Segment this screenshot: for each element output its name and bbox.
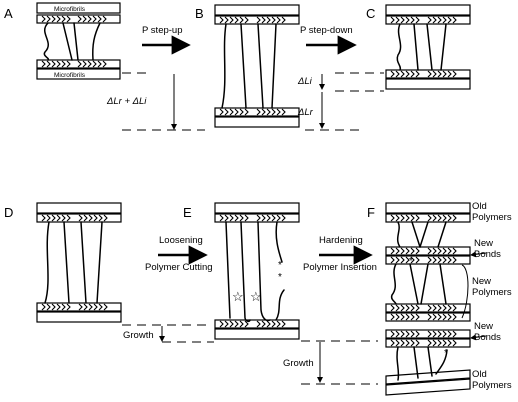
cut-asterisk-1: * [278, 260, 282, 271]
cut-star-2: ☆ [250, 289, 262, 304]
delta-lr-label: ΔLr [297, 107, 314, 118]
p-step-up-label: P step-up [142, 25, 183, 36]
new-bonds-bottom-arrow [470, 334, 487, 341]
new-bond-asterisk-2: * [444, 348, 448, 359]
loosening-label: Loosening [159, 235, 203, 246]
new-bonds-top-arrow [470, 251, 487, 258]
cut-star-1: ☆ [232, 289, 244, 304]
panel-label-a: A [4, 6, 13, 21]
panel-e-structure [214, 202, 300, 340]
growth-label-e: Growth [123, 330, 154, 341]
panel-f-structure [385, 202, 471, 396]
panel-label-c: C [366, 6, 375, 21]
p-step-down-label: P step-down [300, 25, 353, 36]
new-polymers-bracket [461, 264, 469, 319]
panel-label-d: D [4, 205, 13, 220]
polymer-insertion-label: Polymer Insertion [303, 262, 377, 273]
panel-d-structure [36, 202, 122, 323]
panel-a-structure [36, 2, 121, 80]
microfibrils-top-label: Microfibrils [54, 6, 86, 13]
microfibrils-bottom-label: Microfibrils [54, 72, 86, 79]
panel-label-b: B [195, 6, 204, 21]
panel-label-f: F [367, 205, 375, 220]
panel-c-structure [385, 4, 471, 90]
growth-label-f: Growth [283, 358, 314, 369]
polymer-cutting-label: Polymer Cutting [145, 262, 213, 273]
new-bond-asterisk-1: * [409, 256, 413, 267]
delta-li-label: ΔLi [297, 76, 313, 87]
delta-lr-plus-li-label: ΔLr + ΔLi [106, 96, 147, 107]
cut-asterisk-2: * [278, 272, 282, 283]
hardening-label: Hardening [319, 235, 363, 246]
panel-b-structure [214, 4, 300, 128]
panel-label-e: E [183, 205, 192, 220]
